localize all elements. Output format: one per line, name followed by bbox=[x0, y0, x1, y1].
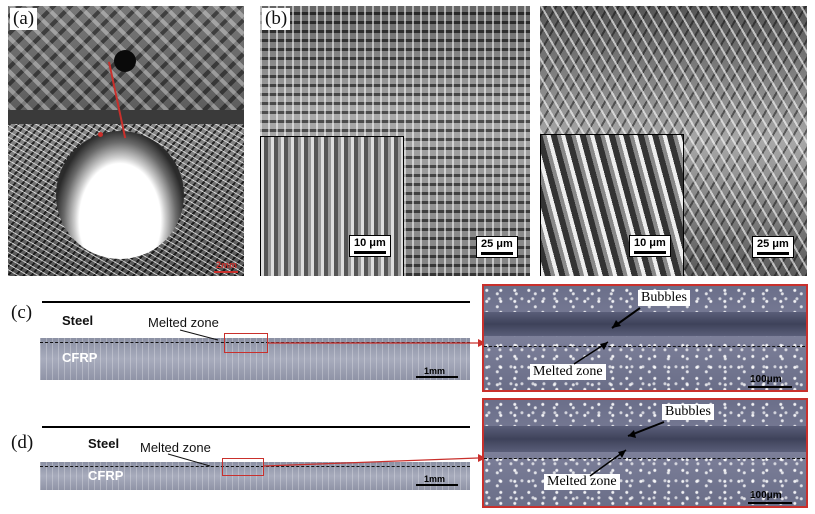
zoom-scale-bar bbox=[748, 502, 792, 504]
zoom-melted-label: Melted zone bbox=[530, 364, 606, 380]
panel-d-steel-label: Steel bbox=[88, 436, 120, 451]
zoom-bubbles-label: Bubbles bbox=[638, 290, 690, 306]
scale-bar bbox=[481, 252, 513, 255]
panel-b-right-main-scalebar: 25 μm bbox=[752, 236, 794, 258]
panel-b-left-sem: 10 μm 25 μm bbox=[260, 6, 530, 276]
zoom-interface-line bbox=[484, 346, 806, 347]
panel-b-left-inset-scalebar: 10 μm bbox=[349, 235, 391, 257]
panel-a: 2mm bbox=[8, 6, 244, 276]
scale-bar bbox=[354, 251, 386, 254]
panel-d-zoom-box bbox=[222, 458, 264, 476]
panel-d-zoom-frame: Bubbles Melted zone 100μm bbox=[482, 398, 808, 508]
scale-text: 10 μm bbox=[634, 237, 666, 249]
panel-b-left-main-scalebar: 25 μm bbox=[476, 236, 518, 258]
bubbles-arrowhead bbox=[628, 430, 636, 438]
panel-b-right-inset: 10 μm bbox=[540, 134, 684, 276]
panel-c-interface-line bbox=[40, 342, 470, 343]
plate-edge bbox=[8, 110, 244, 124]
panel-c-cfrp-section bbox=[40, 338, 470, 380]
pointer-dot bbox=[98, 132, 103, 137]
panel-c-label: (c) bbox=[8, 302, 36, 324]
panel-c-steel-label: Steel bbox=[62, 313, 94, 328]
melted-pointer bbox=[167, 453, 211, 467]
zoom-scale-label: 100μm bbox=[750, 374, 782, 385]
panel-b-right-inset-scalebar: 10 μm bbox=[629, 235, 671, 257]
panel-b-right-sem: 10 μm 25 μm bbox=[540, 6, 807, 276]
panel-d-cfrp-label: CFRP bbox=[88, 468, 124, 483]
panel-c-scale-bar bbox=[416, 376, 458, 378]
zoom-melted-label: Melted zone bbox=[544, 474, 620, 490]
scale-text: 10 μm bbox=[354, 237, 386, 249]
panel-d-scale-label: 1mm bbox=[424, 474, 446, 484]
panel-c-steel-top-line bbox=[42, 301, 470, 303]
panel-c-zoom-frame: Bubbles Melted zone 100μm bbox=[482, 284, 808, 392]
panel-b-left-inset: 10 μm bbox=[260, 136, 404, 276]
hole-crater bbox=[56, 131, 184, 259]
panel-c-scale-label: 1mm bbox=[424, 366, 446, 376]
panel-d-interface-line bbox=[40, 466, 470, 467]
zoom-scale-label: 100μm bbox=[750, 490, 782, 501]
zoom-pointers bbox=[573, 307, 641, 365]
zoom-connector bbox=[263, 457, 479, 467]
panel-d-scale-bar bbox=[416, 484, 458, 486]
bubbles-band bbox=[484, 312, 806, 336]
panel-d-steel-top-line bbox=[42, 426, 470, 428]
scale-text: 25 μm bbox=[481, 238, 513, 250]
zoom-bubbles-label: Bubbles bbox=[662, 404, 714, 420]
panel-a-scale-bar bbox=[214, 271, 238, 273]
panel-d-label: (d) bbox=[8, 432, 37, 454]
melted-pointer bbox=[179, 329, 219, 341]
bubbles-arrowhead bbox=[612, 320, 621, 328]
melted-zone-arrowhead bbox=[600, 342, 608, 350]
panel-c-cfrp-label: CFRP bbox=[62, 350, 98, 365]
scale-bar bbox=[757, 252, 789, 255]
panel-d-melted-label: Melted zone bbox=[140, 440, 211, 455]
panel-a-label: (a) bbox=[10, 8, 38, 30]
zoom-interface-line bbox=[484, 458, 806, 459]
panel-a-scale-label: 2mm bbox=[216, 260, 238, 270]
panel-c-melted-label: Melted zone bbox=[148, 315, 219, 330]
drilled-hole bbox=[114, 50, 136, 72]
zoom-scale-bar bbox=[748, 386, 792, 388]
melted-zone-arrowhead bbox=[618, 450, 626, 458]
panel-c-zoom-box bbox=[224, 333, 268, 353]
panel-b-label: (b) bbox=[262, 8, 291, 30]
scale-bar bbox=[634, 251, 666, 254]
scale-text: 25 μm bbox=[757, 238, 789, 250]
zoom-pointers bbox=[589, 421, 665, 477]
